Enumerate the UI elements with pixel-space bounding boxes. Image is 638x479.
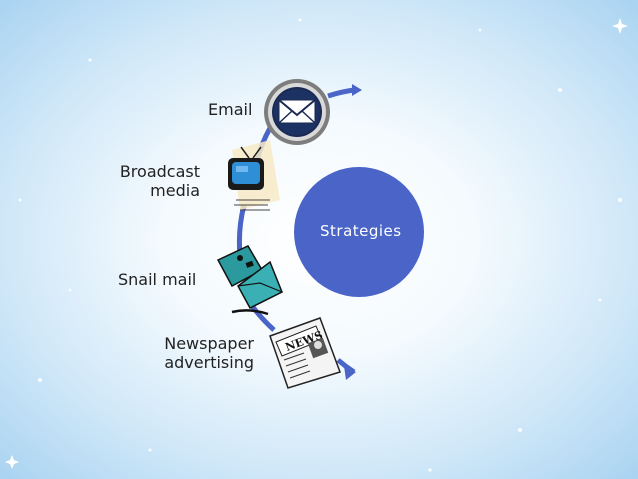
center-circle <box>294 167 424 297</box>
broadcast-media-label: Broadcast media <box>119 162 200 200</box>
television-icon[interactable] <box>228 140 280 211</box>
snail-mail-label: Snail mail <box>118 270 197 289</box>
mail-letters-icon[interactable] <box>216 245 283 316</box>
newspaper-advertising-label: Newspaper advertising <box>164 334 254 372</box>
center-label: Strategies <box>320 222 402 240</box>
ring-arrowheads <box>344 84 362 380</box>
newspaper-icon[interactable]: NEWS <box>269 317 341 389</box>
email-label: Email <box>208 100 253 119</box>
envelope-icon[interactable] <box>264 79 330 145</box>
